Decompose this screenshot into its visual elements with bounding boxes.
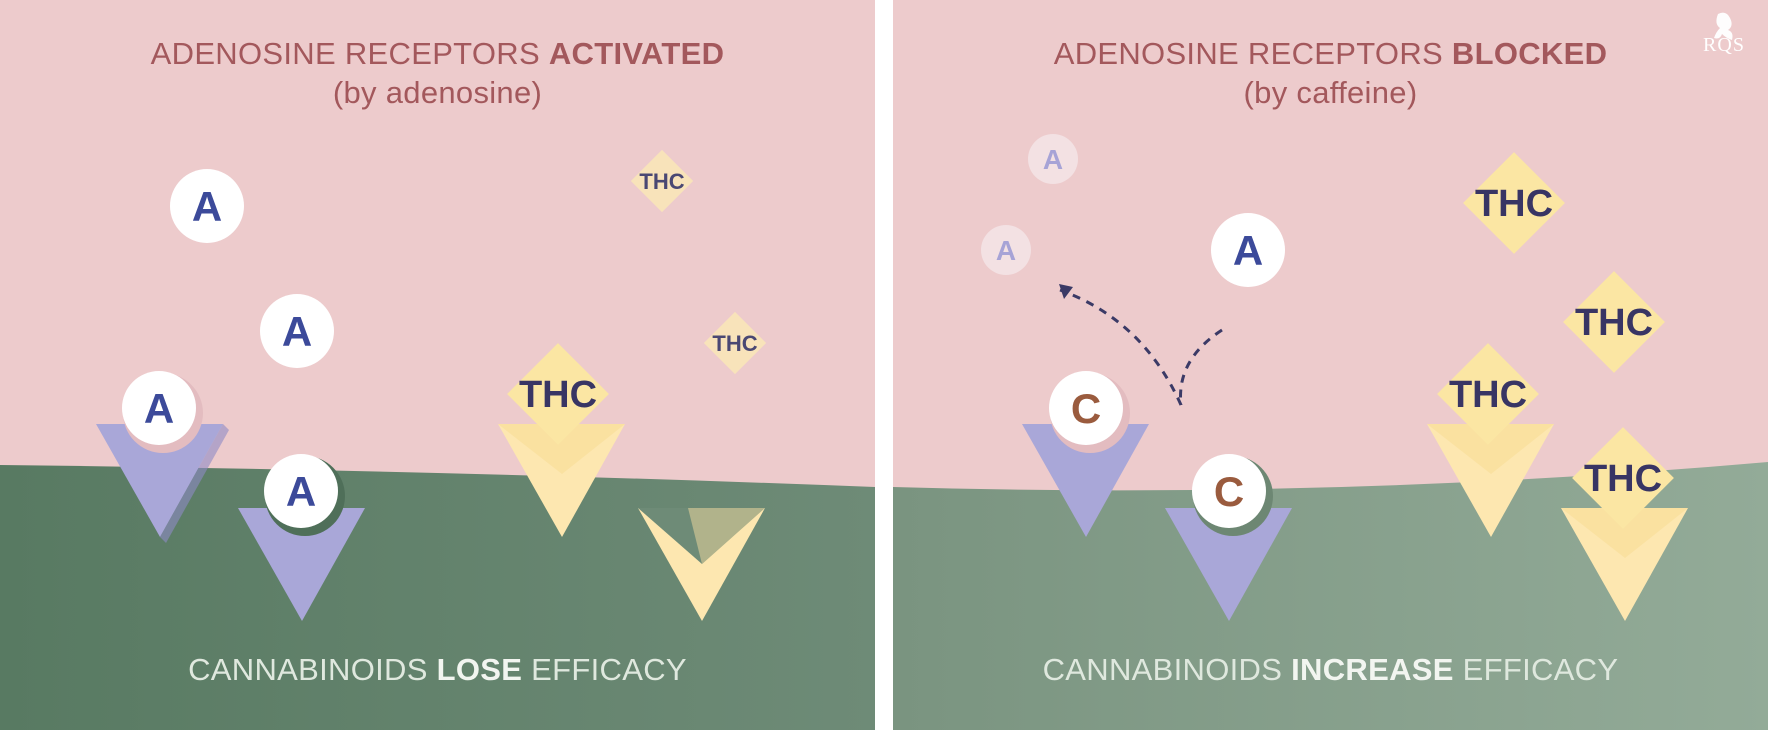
adenosine-molecule-faded: A <box>981 225 1031 275</box>
svg-text:A: A <box>286 468 316 515</box>
right-diagram: A A A C <box>893 0 1768 730</box>
adenosine-molecule: A <box>170 169 244 243</box>
title-prefix: ADENOSINE RECEPTORS <box>1053 36 1443 71</box>
title-prefix: ADENOSINE RECEPTORS <box>150 36 540 71</box>
left-panel: A A THC THC A <box>0 0 875 730</box>
svg-text:A: A <box>192 183 222 230</box>
svg-text:A: A <box>996 235 1016 266</box>
left-diagram: A A THC THC A <box>0 0 875 730</box>
thc-molecule: THC <box>630 149 694 213</box>
caffeine-molecule-bound: C <box>1049 371 1130 453</box>
thc-molecule: THC <box>703 311 767 375</box>
adenosine-molecule-faded: A <box>1028 134 1078 184</box>
svg-text:A: A <box>144 385 174 432</box>
left-footer: CANNABINOIDS LOSE EFFICACY <box>0 650 875 690</box>
logo-text: RQS <box>1703 34 1745 56</box>
footer-emphasis: INCREASE <box>1291 652 1454 687</box>
adenosine-molecule-bound: A <box>122 371 203 453</box>
svg-text:THC: THC <box>1575 302 1653 344</box>
title-subtitle: (by adenosine) <box>332 75 543 110</box>
rqs-logo-icon <box>1714 12 1733 40</box>
thc-molecule: THC <box>1563 271 1665 373</box>
bounce-arrow <box>1059 288 1223 406</box>
right-footer: CANNABINOIDS INCREASE EFFICACY <box>893 650 1768 690</box>
thc-molecule-bound: THC <box>1437 343 1539 445</box>
adenosine-receptor <box>238 508 365 621</box>
footer-suffix: EFFICACY <box>1462 652 1619 687</box>
cannabinoid-receptor <box>1427 424 1554 537</box>
svg-text:THC: THC <box>639 169 684 194</box>
cannabinoid-receptor <box>1561 508 1688 621</box>
svg-text:THC: THC <box>1449 374 1527 416</box>
svg-text:THC: THC <box>519 374 597 416</box>
right-panel: A A A C <box>893 0 1768 730</box>
adenosine-receptor <box>1022 424 1149 537</box>
svg-text:A: A <box>1233 227 1263 274</box>
svg-text:A: A <box>282 308 312 355</box>
title-subtitle: (by caffeine) <box>1243 75 1418 110</box>
svg-text:THC: THC <box>712 331 757 356</box>
ground-background <box>0 465 875 730</box>
adenosine-receptor <box>96 424 229 543</box>
footer-emphasis: LOSE <box>436 652 523 687</box>
adenosine-molecule: A <box>1211 213 1285 287</box>
footer-prefix: CANNABINOIDS <box>1042 652 1283 687</box>
svg-text:C: C <box>1214 468 1244 515</box>
adenosine-molecule-bound: A <box>264 454 345 536</box>
svg-text:A: A <box>1043 144 1063 175</box>
ground-background <box>893 462 1768 730</box>
adenosine-receptor <box>1165 508 1292 621</box>
title-emphasis: ACTIVATED <box>548 36 725 71</box>
cannabinoid-receptor <box>498 424 625 537</box>
thc-molecule-bound: THC <box>1572 427 1674 529</box>
arrowhead-icon <box>1059 284 1073 299</box>
thc-molecule: THC <box>1463 152 1565 254</box>
cannabinoid-receptor <box>638 508 765 621</box>
footer-suffix: EFFICACY <box>531 652 687 687</box>
title-emphasis: BLOCKED <box>1451 36 1608 71</box>
footer-prefix: CANNABINOIDS <box>188 652 428 687</box>
adenosine-molecule: A <box>260 294 334 368</box>
svg-text:C: C <box>1071 385 1101 432</box>
svg-text:THC: THC <box>1584 458 1662 500</box>
caffeine-molecule-bound: C <box>1192 454 1273 536</box>
svg-text:THC: THC <box>1475 183 1553 225</box>
